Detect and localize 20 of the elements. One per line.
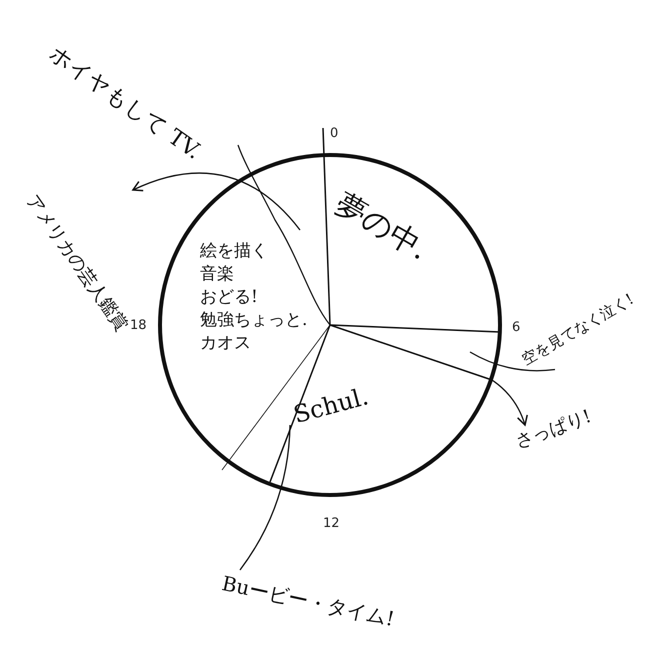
sector-label: 勉強ちょっと. [200,308,308,332]
hour-label: 6 [512,320,520,335]
leader-line [470,351,556,372]
sector-label: 音楽 [200,262,235,286]
leader-line [239,424,291,570]
hour-label: 0 [330,126,338,141]
note-text: さっぱり! [512,404,595,455]
sector-label: カオス [200,332,252,355]
note-text: Buービー・タイム! [219,570,397,633]
note-text: 空を見てなく泣く! [518,288,638,370]
hour-label: 12 [323,516,340,531]
sector-label: 夢の中. [328,186,436,270]
sector-label: おどる! [200,286,259,309]
sector-label: 絵を描く [200,240,269,263]
arrow [132,172,300,230]
hour-label: 18 [130,318,147,333]
sector-label: Schul. [290,381,372,431]
note-text: ホイヤもして TV. [44,40,206,167]
note-text: アメリカの芸人鑑賞 [20,190,132,337]
arrow [492,379,528,426]
